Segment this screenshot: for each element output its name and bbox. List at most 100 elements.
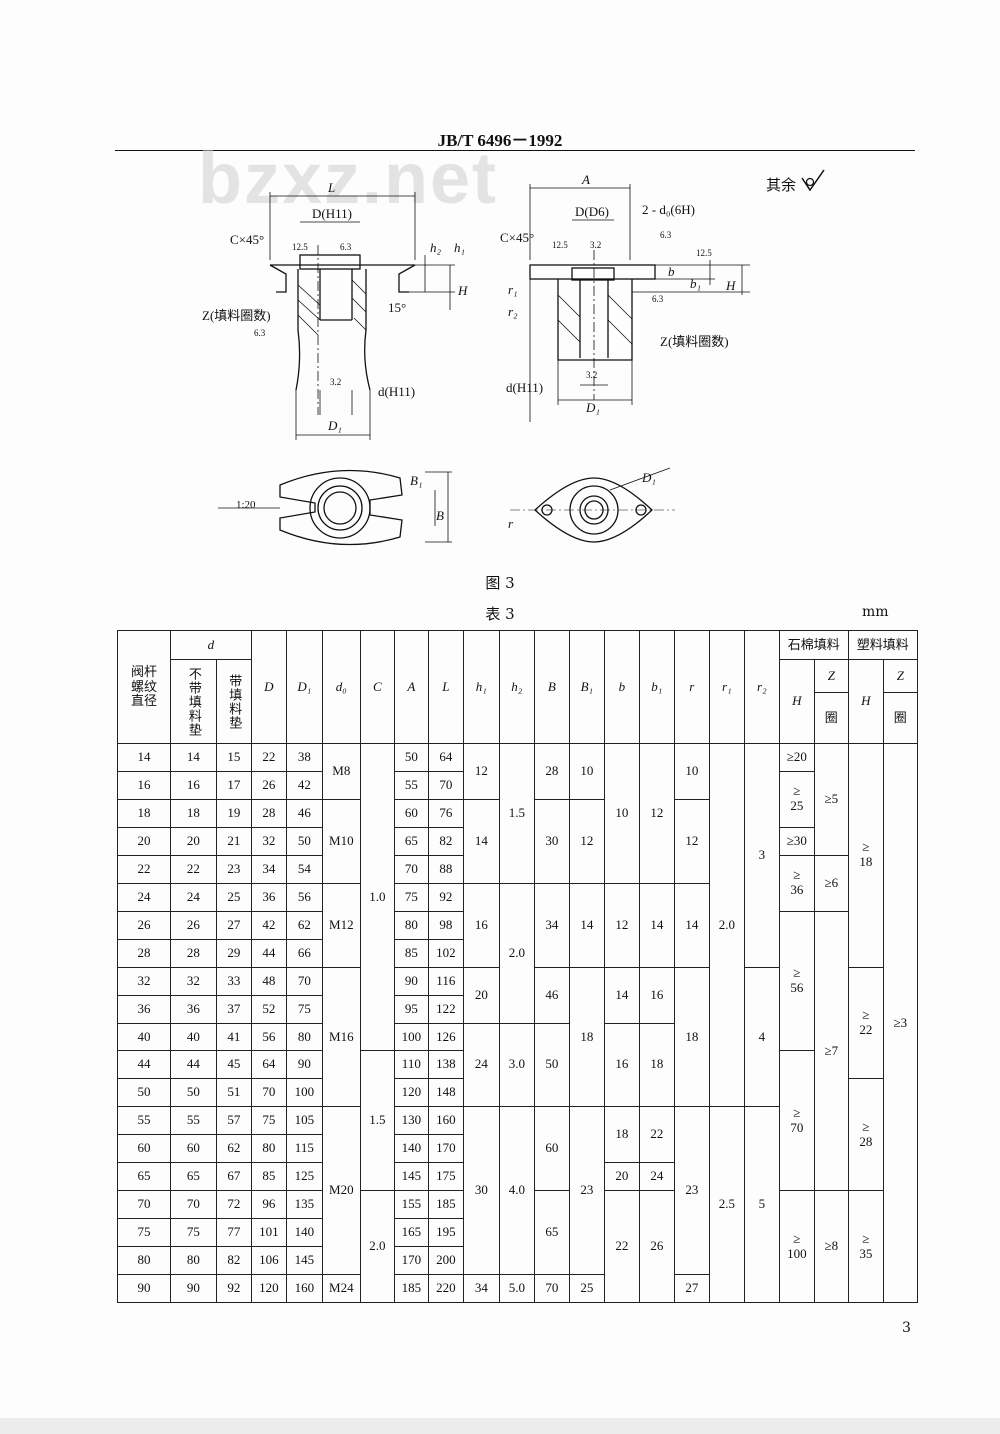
cell-d_with: 51 (215, 1078, 252, 1108)
cell-A: 75 (393, 882, 429, 912)
cell-D1: 42 (285, 770, 323, 800)
cell-D: 28 (250, 798, 287, 828)
label-left-d: d(H11) (378, 384, 415, 399)
cell-A: 120 (393, 1078, 429, 1108)
cell-b1: 24 (638, 1162, 675, 1192)
cell-d_without: 26 (170, 910, 217, 940)
cell-d0: M16 (321, 966, 361, 1108)
cell-D1: 115 (285, 1134, 323, 1164)
header-r1: r₁ (708, 630, 745, 744)
label-right-A: A (581, 172, 590, 187)
header-r2: r₂ (743, 630, 780, 744)
cell-D1: 46 (285, 798, 323, 828)
header-A: A (393, 630, 429, 744)
cell-stem: 14 (117, 743, 171, 772)
cell-B1: 23 (568, 1106, 605, 1276)
label-left-D1: D₁ (327, 418, 342, 433)
cell-h1: 24 (462, 1022, 500, 1108)
cell-D: 120 (250, 1274, 287, 1304)
cell-stem: 80 (117, 1246, 171, 1276)
cell-h1: 20 (462, 966, 500, 1024)
label-right-chamfer: C×45° (500, 230, 534, 245)
cell-A: 130 (393, 1106, 429, 1136)
cell-D: 32 (250, 826, 287, 856)
cell-B: 28 (533, 743, 570, 800)
cell-D: 56 (250, 1022, 287, 1052)
cell-pl_H: ≥ 18 (847, 743, 884, 968)
cell-asb_H: ≥20 (778, 743, 815, 772)
label-right-b: b (668, 264, 675, 279)
label-right-D: D(D6) (575, 204, 609, 219)
cell-D: 52 (250, 994, 287, 1024)
cell-L: 138 (427, 1050, 464, 1080)
label-right-H: H (725, 278, 736, 293)
header-h2: h₂ (498, 630, 535, 744)
cell-L: 76 (427, 798, 464, 828)
cell-r: 27 (673, 1274, 710, 1304)
cell-L: 92 (427, 882, 464, 912)
cell-asb_H: ≥ 100 (778, 1190, 815, 1304)
header-plastic-Z: Z (882, 659, 918, 693)
ra-left-63: 6.3 (340, 242, 352, 252)
cell-A: 65 (393, 826, 429, 856)
page-number: 3 (902, 1320, 911, 1336)
cell-r: 12 (673, 798, 710, 884)
cell-d0: M10 (321, 798, 361, 884)
label-left-B1: B₁ (410, 473, 422, 488)
cell-asb_Z: ≥7 (813, 910, 849, 1192)
cell-stem: 28 (117, 938, 171, 968)
cell-A: 110 (393, 1050, 429, 1080)
cell-r1: 2.0 (708, 742, 745, 1108)
cell-d_with: 23 (215, 854, 252, 884)
cell-asb_H: ≥ 25 (778, 770, 815, 828)
cell-h2: 3.0 (498, 1022, 535, 1108)
header-B: B (533, 630, 570, 744)
cell-L: 185 (427, 1190, 464, 1220)
label-right-r1: r₁ (508, 282, 518, 297)
header-d-without: 不带填料垫 (170, 659, 217, 744)
label-right-r2: r₂ (508, 304, 518, 319)
ra-left-125: 12.5 (292, 242, 308, 252)
cell-h1: 16 (462, 882, 500, 968)
header-b: b (603, 630, 640, 744)
cell-asb_H: ≥ 56 (778, 910, 815, 1052)
cell-b: 22 (603, 1190, 640, 1304)
cell-d_without: 16 (170, 770, 217, 800)
cell-d_without: 36 (170, 994, 217, 1024)
cell-r2: 3 (743, 743, 780, 968)
cell-L: 195 (427, 1218, 464, 1248)
cell-stem: 24 (117, 882, 171, 912)
cell-asb_Z: ≥5 (813, 743, 849, 856)
cell-d_without: 70 (170, 1190, 217, 1220)
watermark: bzxz.net (198, 139, 499, 219)
label-L: L (327, 180, 335, 195)
cell-h2: 2.0 (498, 882, 535, 1024)
cell-stem: 70 (117, 1190, 171, 1220)
cell-A: 95 (393, 994, 429, 1024)
label-right-d: d(H11) (506, 380, 543, 395)
cell-d_with: 17 (215, 770, 252, 800)
cell-B: 46 (533, 966, 570, 1024)
label-left-h1: h₁ (454, 240, 465, 255)
technical-drawing: L D(H11) C×45° 12.5 6.3 h₂ h₁ H 15° Z(填料… (202, 169, 825, 546)
cell-A: 145 (393, 1162, 429, 1192)
cell-d_with: 41 (215, 1022, 252, 1052)
cell-A: 60 (393, 798, 429, 828)
cell-d0: M24 (321, 1274, 361, 1304)
header-d-with: 带填料垫 (215, 659, 252, 744)
cell-h2: 4.0 (498, 1106, 535, 1276)
cell-C: 2.0 (359, 1190, 395, 1304)
header-plastic-Z-unit: 圈 (882, 692, 918, 744)
viewer-bottom-band (0, 1418, 1000, 1434)
label-right-r: r (508, 516, 514, 531)
cell-A: 165 (393, 1218, 429, 1248)
